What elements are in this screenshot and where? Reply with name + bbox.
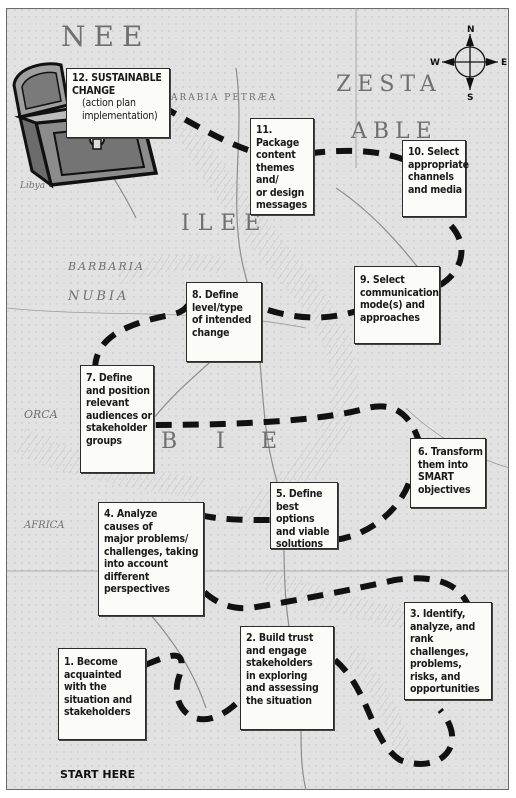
step-7: 7. Define and position relevant audience… xyxy=(86,372,154,447)
map-label: NEE xyxy=(61,20,150,53)
compass-rose-icon: N S E W xyxy=(430,25,507,102)
step-6-label: 6. Transform them into SMART objectives xyxy=(418,446,483,496)
scroll-step-10 xyxy=(402,140,466,217)
step-11: 11. Package content themes and/ or desig… xyxy=(256,124,314,212)
step-2-label: 2. Build trust and engage stakeholders i… xyxy=(246,632,319,707)
map-label: I xyxy=(216,429,225,454)
map-label: ORCA xyxy=(24,408,58,421)
step-9: 9. Select communication mode(s) and appr… xyxy=(360,274,440,324)
start-here-label: START HERE xyxy=(60,768,136,781)
step-6: 6. Transform them into SMART objectives xyxy=(418,446,488,496)
step-8: 8. Define level/type of intended change xyxy=(192,289,262,339)
map-label: ZESTA xyxy=(336,72,442,97)
step-7-label: 7. Define and position relevant audience… xyxy=(86,372,152,447)
scroll-step-6 xyxy=(410,438,486,508)
step-1: 1. Become acquainted with the situation … xyxy=(64,656,146,719)
step-2: 2. Build trust and engage stakeholders i… xyxy=(246,632,334,707)
step-12: 12. SUSTAINABLE CHANGE (action plan impl… xyxy=(72,72,170,122)
compass-west: W xyxy=(430,58,440,68)
step-3-label: 3. Identify, analyze, and rank challenge… xyxy=(410,608,480,695)
map-label: ABLE xyxy=(350,119,438,144)
step-11-label: 11. Package content themes and/ or desig… xyxy=(256,124,308,211)
scroll-step-1 xyxy=(58,648,146,740)
step-5-label: 5. Define best options and viable soluti… xyxy=(276,488,330,550)
compass-south: S xyxy=(467,93,473,102)
map-label: NUBIA xyxy=(67,289,129,304)
step-12-subtitle: (action plan implementation) xyxy=(82,97,158,122)
scroll-step-5 xyxy=(270,482,338,549)
scroll-step-9 xyxy=(354,266,440,344)
scroll-step-2 xyxy=(240,626,334,730)
compass-east: E xyxy=(501,58,507,68)
step-1-label: 1. Become acquainted with the situation … xyxy=(64,656,132,718)
step-5: 5. Define best options and viable soluti… xyxy=(276,488,338,551)
step-3: 3. Identify, analyze, and rank challenge… xyxy=(410,608,492,696)
step-8-label: 8. Define level/type of intended change xyxy=(192,289,252,339)
step-10: 10. Select appropriate channels and medi… xyxy=(408,146,469,196)
map-label: B xyxy=(161,429,177,454)
map-label: BARBARIA xyxy=(67,260,145,273)
step-10-label: 10. Select appropriate channels and medi… xyxy=(408,146,469,196)
map-label: E xyxy=(261,429,277,454)
step-4: 4. Analyze causes of major problems/ cha… xyxy=(104,508,204,596)
scroll-step-4 xyxy=(98,502,204,616)
map-label: Libya xyxy=(19,181,45,191)
map-label: ILEE xyxy=(181,211,268,236)
step-12-title: 12. SUSTAINABLE CHANGE xyxy=(72,72,162,97)
compass-north: N xyxy=(467,25,475,35)
map-label: ARABIA PETRÆA xyxy=(170,93,277,103)
step-9-label: 9. Select communication mode(s) and appr… xyxy=(360,274,439,324)
scroll-step-8 xyxy=(186,282,262,362)
scroll-step-3 xyxy=(404,602,492,700)
scroll-step-11 xyxy=(250,118,314,215)
scroll-step-7 xyxy=(80,365,154,473)
scroll-step-12 xyxy=(66,68,170,138)
step-4-label: 4. Analyze causes of major problems/ cha… xyxy=(104,508,199,595)
map-label: AFRICA xyxy=(23,520,65,531)
